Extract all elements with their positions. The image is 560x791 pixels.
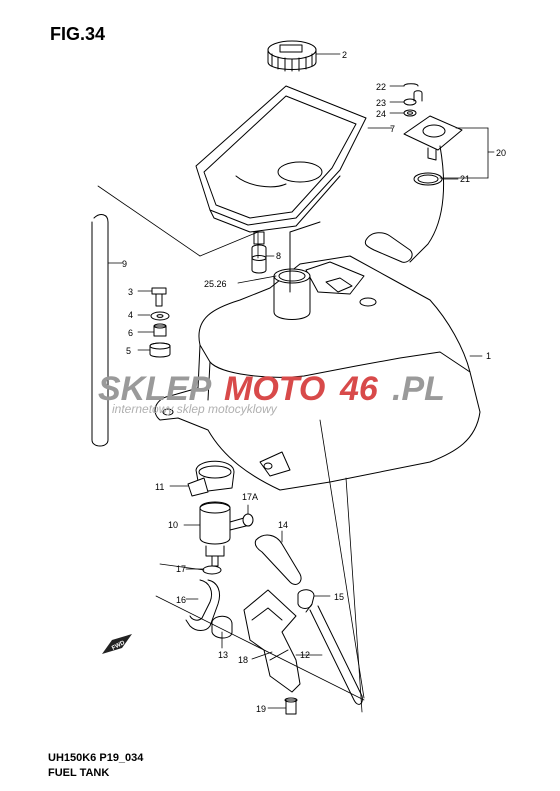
fasteners-parts-3-4-5-6 <box>149 287 171 358</box>
clip-part-15 <box>297 589 315 609</box>
watermark-brand-left: SKLEP <box>98 370 212 408</box>
callout-16: 16 <box>176 595 186 605</box>
callout-5: 5 <box>126 346 131 356</box>
watermark-brand-num: 46 <box>339 370 379 408</box>
callout-1: 1 <box>486 351 491 361</box>
callout-20: 20 <box>496 148 506 158</box>
callout-14: 14 <box>278 520 288 530</box>
footer-code: UH150K6 P19_034 <box>48 752 144 764</box>
callout-17a: 17A <box>242 492 258 502</box>
callout-4: 4 <box>128 310 133 320</box>
callout-3: 3 <box>128 287 133 297</box>
hose-part-14 <box>254 534 302 585</box>
forward-direction-arrow: FWD <box>102 634 132 654</box>
bracket-part-18 <box>243 589 301 693</box>
clip-part-13 <box>211 615 233 639</box>
callout-12: 12 <box>300 650 310 660</box>
fuel-tank-part-1 <box>154 221 481 491</box>
callout-labels: 1 2 3 4 5 6 7 8 9 10 11 12 13 14 15 16 1… <box>122 50 506 714</box>
callout-19: 19 <box>256 704 266 714</box>
watermark: SKLEP MOTO 46 .PL internetowy sklep moto… <box>98 370 445 416</box>
callout-9: 9 <box>122 259 127 269</box>
leader-lines <box>97 53 495 713</box>
callout-21: 21 <box>460 174 470 184</box>
vent-hose-part-9 <box>91 214 109 447</box>
footer-name: FUEL TANK <box>48 767 110 779</box>
callout-7: 7 <box>390 124 395 134</box>
callout-22: 22 <box>376 82 386 92</box>
callout-2: 2 <box>342 50 347 60</box>
watermark-tagline: internetowy sklep motocyklowy <box>112 402 278 416</box>
callout-23: 23 <box>376 98 386 108</box>
callout-18: 18 <box>238 655 248 665</box>
bracket-part-11 <box>187 460 235 497</box>
callout-13: 13 <box>218 650 228 660</box>
callout-6: 6 <box>128 328 133 338</box>
callout-17: 17 <box>176 564 186 574</box>
callout-25-26: 25.26 <box>204 279 227 289</box>
watermark-brand-mid: MOTO <box>224 370 325 408</box>
drain-hose-part-12 <box>305 603 363 705</box>
watermark-brand-tld: .PL <box>392 370 445 408</box>
callout-11: 11 <box>155 482 164 492</box>
bolt-part-19 <box>284 697 298 715</box>
fitting-part-8 <box>251 231 267 274</box>
fuel-filter-part-10 <box>199 501 247 567</box>
figure-title: FIG.34 <box>50 24 106 44</box>
tank-tray-part-7 <box>195 85 367 233</box>
callout-10: 10 <box>168 520 178 530</box>
clips-parts-17-17a <box>202 513 254 575</box>
fuel-cap-part-2 <box>267 40 317 72</box>
callout-15: 15 <box>334 592 344 602</box>
callout-8: 8 <box>276 251 281 261</box>
hose-part-16 <box>185 579 221 631</box>
callout-24: 24 <box>376 109 386 119</box>
